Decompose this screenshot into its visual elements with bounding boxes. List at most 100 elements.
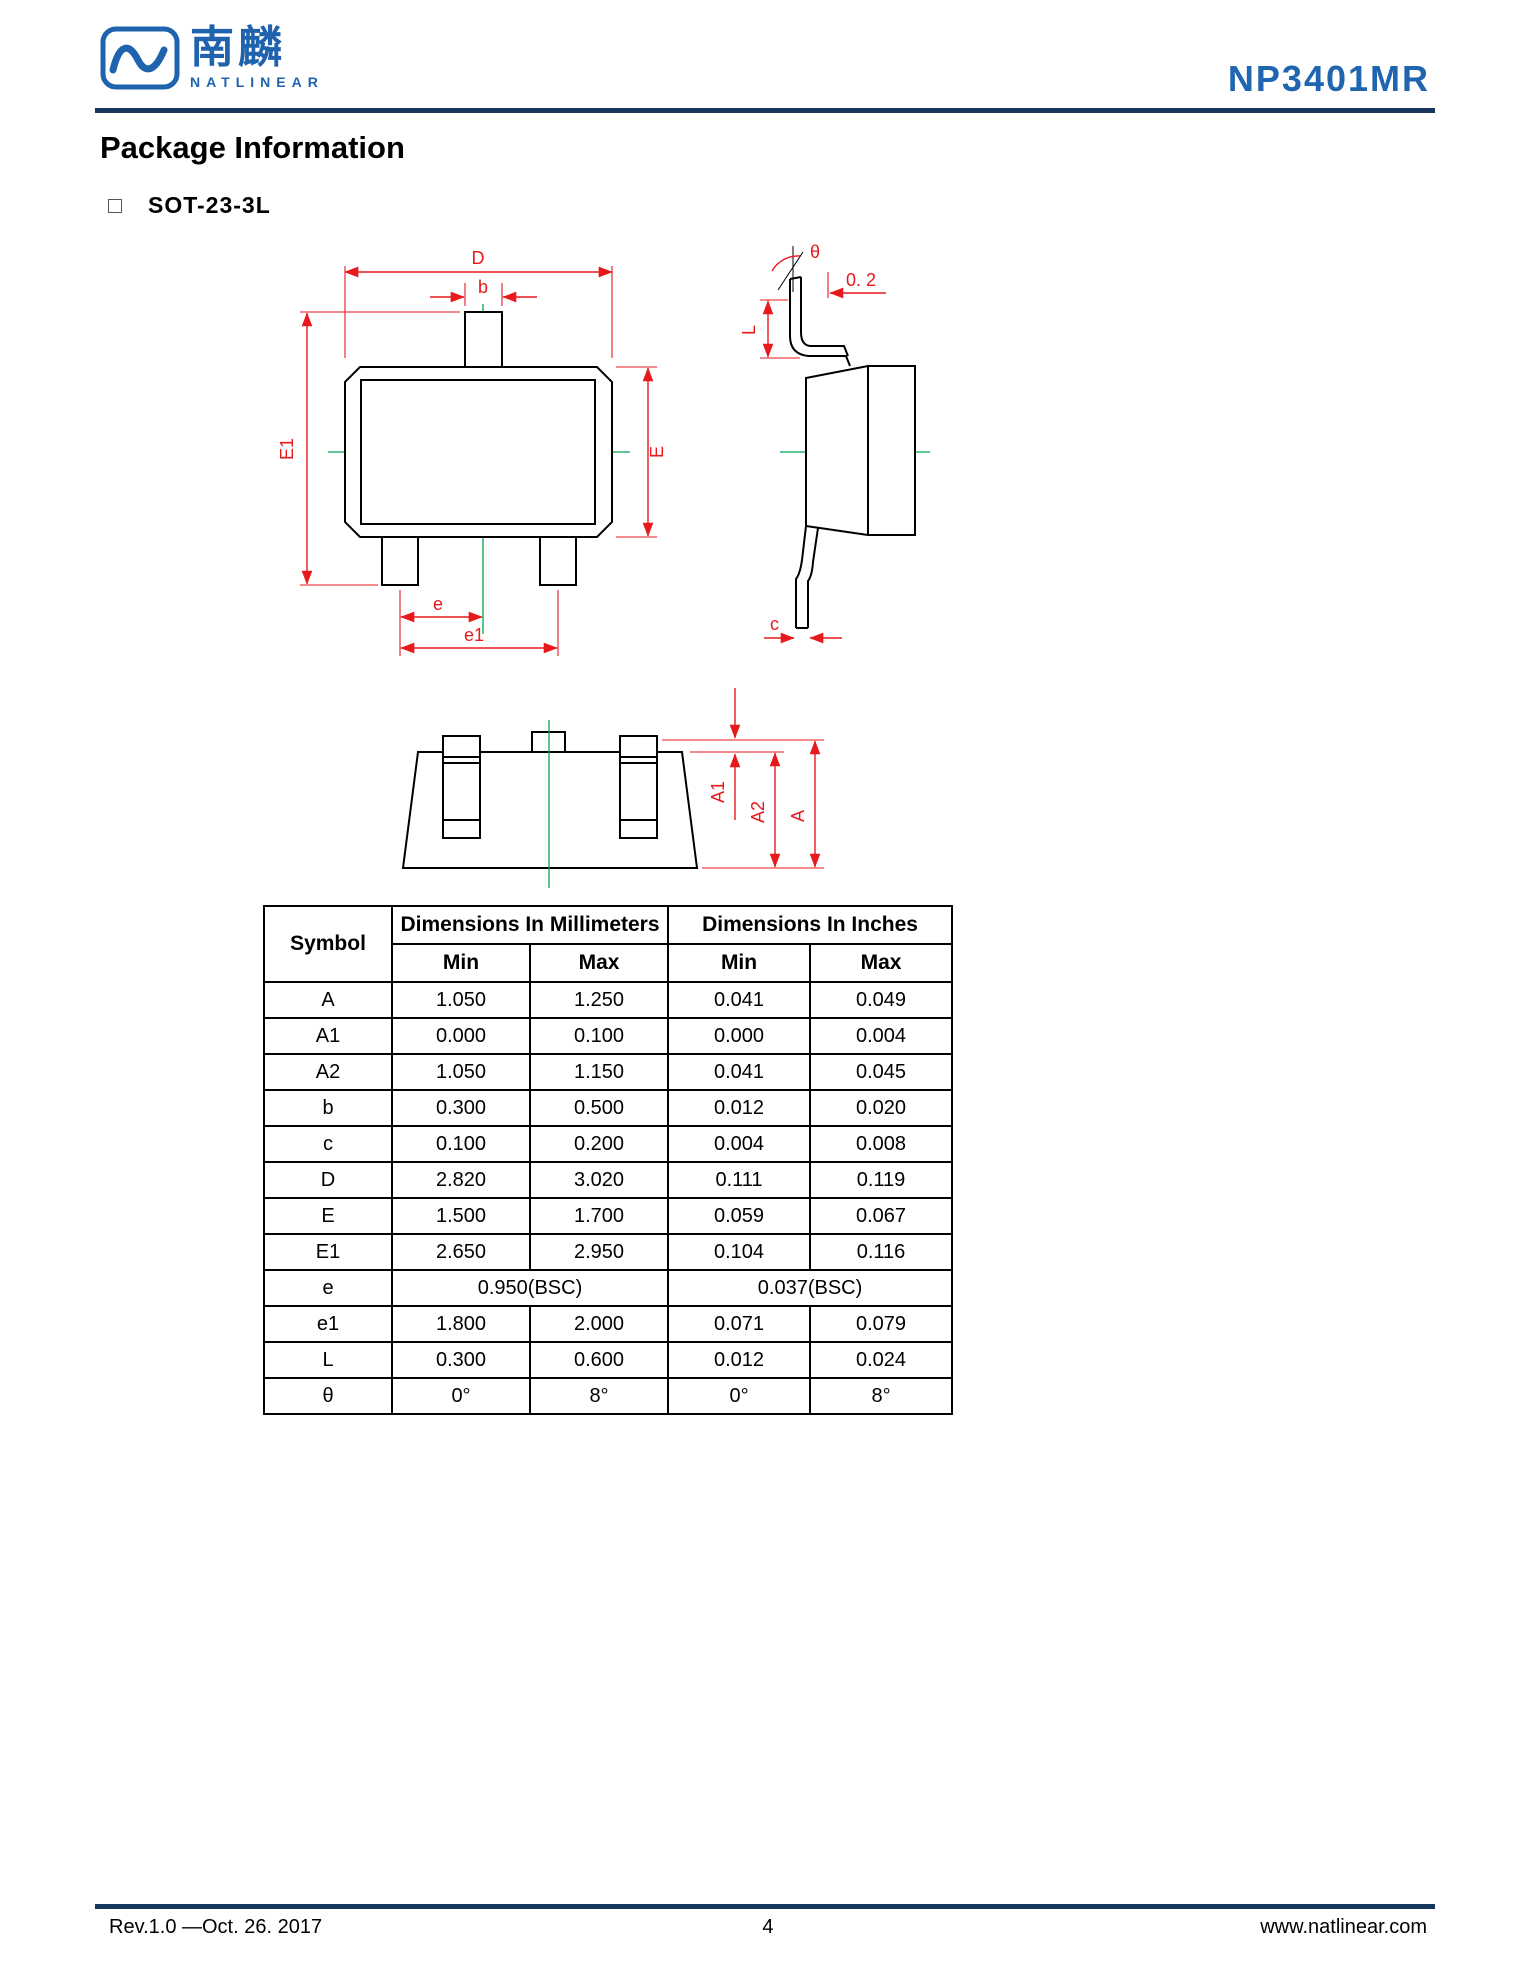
cell-mm-max: 0.200 [528,1125,670,1163]
cell-in-max: 0.008 [809,1125,954,1163]
package-outline-drawings: D b E1 E e e1 [277,242,930,888]
cell-mm-min: 1.800 [391,1305,531,1343]
table-row: A1 0.000 0.100 0.000 0.004 [263,1017,954,1055]
company-logo: 南麟 NATLINEAR [100,26,324,94]
cell-in-max: 0.004 [809,1017,954,1055]
cell-symbol: E1 [263,1233,393,1271]
cell-in-max: 0.049 [809,981,954,1019]
dim-label-A2: A2 [748,801,768,823]
cell-in-min: 0.004 [667,1125,812,1163]
dim-label-theta: θ [810,242,820,262]
table-row: A2 1.050 1.150 0.041 0.045 [263,1053,954,1091]
cell-mm-max: 2.000 [528,1305,670,1343]
dim-label-L: L [739,325,759,335]
dim-label-A: A [788,810,808,822]
cell-mm-max: 2.950 [528,1233,670,1271]
dim-label-D: D [472,248,485,268]
table-row: E1 2.650 2.950 0.104 0.116 [263,1233,954,1271]
logo-chinese-name: 南麟 [190,23,286,72]
cell-mm-min: 0.300 [391,1341,531,1379]
col-header-in-max: Max [809,943,954,983]
col-header-symbol: Symbol [263,905,393,983]
cell-mm-bsc: 0.950(BSC) [390,1269,670,1307]
page-title: Package Information [100,130,405,165]
package-type-row: SOT-23-3L [108,192,271,219]
top-view-drawing: D b E1 E e e1 [277,248,667,656]
header-divider [95,108,1435,113]
cell-in-max: 0.079 [809,1305,954,1343]
cell-mm-min: 0° [391,1377,531,1415]
cell-in-min: 0.012 [667,1341,812,1379]
col-header-mm: Dimensions In Millimeters [390,905,670,945]
cell-symbol: L [263,1341,393,1379]
package-type-label: SOT-23-3L [148,192,271,218]
cell-mm-max: 8° [528,1377,670,1415]
square-bullet-icon [108,198,122,213]
footer-revision: Rev.1.0 —Oct. 26. 2017 [109,1916,323,1938]
cell-in-min: 0° [667,1377,812,1415]
footer-page-number: 4 [762,1916,774,1938]
col-header-mm-max: Max [528,943,670,983]
cell-symbol: θ [263,1377,393,1415]
table-header-row-1: Symbol Dimensions In Millimeters Dimensi… [263,905,954,983]
table-row: c 0.100 0.200 0.004 0.008 [263,1125,954,1163]
dim-label-e: e [433,594,443,614]
cell-symbol: c [263,1125,393,1163]
cell-mm-max: 0.100 [528,1017,670,1055]
table-row: e1 1.800 2.000 0.071 0.079 [263,1305,954,1343]
cell-symbol: e1 [263,1305,393,1343]
dim-label-A1: A1 [708,781,728,803]
footer-website: www.natlinear.com [1260,1916,1427,1938]
cell-in-max: 8° [809,1377,954,1415]
cell-mm-min: 0.100 [391,1125,531,1163]
cell-mm-min: 0.300 [391,1089,531,1127]
cell-in-min: 0.059 [667,1197,812,1235]
table-row: D 2.820 3.020 0.111 0.119 [263,1161,954,1199]
cell-mm-max: 1.700 [528,1197,670,1235]
table-row: θ 0° 8° 0° 8° [263,1377,954,1415]
cell-mm-min: 0.000 [391,1017,531,1055]
cell-mm-max: 0.600 [528,1341,670,1379]
table-row: b 0.300 0.500 0.012 0.020 [263,1089,954,1127]
col-header-mm-min: Min [391,943,531,983]
cell-mm-max: 1.250 [528,981,670,1019]
side-view-drawing: θ 0. 2 L c [739,242,930,644]
cell-in-bsc: 0.037(BSC) [667,1269,954,1307]
cell-mm-min: 1.050 [391,981,531,1019]
col-header-inches: Dimensions In Inches [667,905,954,945]
cell-in-min: 0.111 [667,1161,812,1199]
front-view-drawing: A1 A2 A [401,688,824,888]
logo-text: 南麟 NATLINEAR [190,23,324,91]
cell-symbol: E [263,1197,393,1235]
part-number: NP3401MR [1227,58,1430,99]
cell-in-max: 0.116 [809,1233,954,1271]
cell-mm-min: 2.820 [391,1161,531,1199]
cell-in-min: 0.071 [667,1305,812,1343]
cell-symbol: b [263,1089,393,1127]
dim-label-offset: 0. 2 [846,270,876,290]
dim-label-c: c [770,614,779,634]
cell-in-min: 0.104 [667,1233,812,1271]
cell-in-max: 0.119 [809,1161,954,1199]
cell-symbol: A [263,981,393,1019]
logo-english-name: NATLINEAR [190,74,324,90]
cell-in-max: 0.020 [809,1089,954,1127]
cell-mm-max: 1.150 [528,1053,670,1091]
cell-in-max: 0.024 [809,1341,954,1379]
cell-symbol: e [263,1269,393,1307]
dim-label-E: E [647,446,667,458]
cell-in-min: 0.041 [667,1053,812,1091]
dim-label-E1: E1 [277,438,297,460]
cell-symbol: A2 [263,1053,393,1091]
cell-in-max: 0.067 [809,1197,954,1235]
table-row: L 0.300 0.600 0.012 0.024 [263,1341,954,1379]
footer-divider [95,1904,1435,1909]
logo-wave-icon [100,26,180,90]
table-row-bsc: e 0.950(BSC) 0.037(BSC) [263,1269,954,1307]
table-row: A 1.050 1.250 0.041 0.049 [263,981,954,1019]
cell-in-min: 0.041 [667,981,812,1019]
cell-in-min: 0.000 [667,1017,812,1055]
cell-in-min: 0.012 [667,1089,812,1127]
cell-mm-min: 1.050 [391,1053,531,1091]
